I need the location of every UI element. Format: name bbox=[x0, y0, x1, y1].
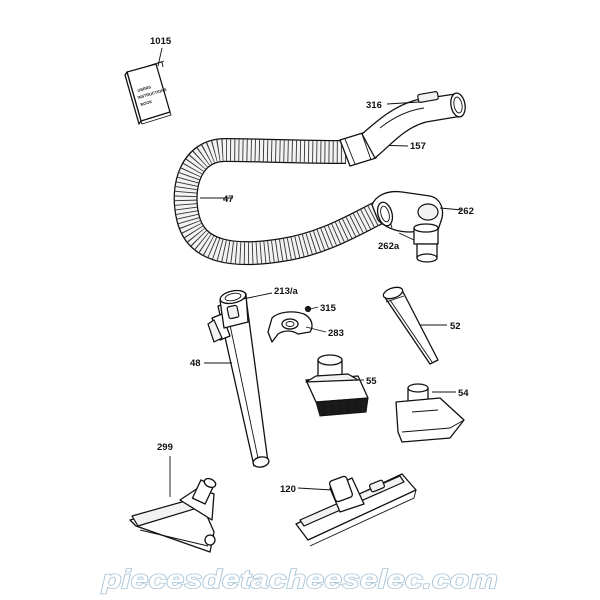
label-55: 55 bbox=[366, 376, 377, 387]
label-283: 283 bbox=[328, 328, 344, 339]
label-54: 54 bbox=[458, 388, 469, 399]
booklet-line-3: BOOK bbox=[140, 99, 153, 107]
screw-315 bbox=[304, 305, 312, 313]
label-120: 120 bbox=[280, 484, 296, 495]
label-299: 299 bbox=[157, 442, 173, 453]
label-1015: 1015 bbox=[150, 36, 172, 47]
label-48: 48 bbox=[190, 358, 201, 369]
swivel-hose-end bbox=[371, 190, 444, 263]
crevice-tool bbox=[382, 286, 439, 365]
label-262a: 262a bbox=[378, 241, 400, 252]
label-262: 262 bbox=[458, 206, 474, 217]
label-315: 315 bbox=[320, 303, 337, 314]
hose-handle bbox=[361, 91, 466, 159]
instruction-booklet: USERS INSTRUCTIONS BOOK bbox=[124, 60, 172, 125]
telescopic-wand bbox=[207, 289, 270, 468]
label-316: 316 bbox=[366, 100, 382, 111]
watermark-text: piecesdetacheeselec.com bbox=[101, 564, 498, 594]
floor-brush-299 bbox=[129, 477, 217, 553]
booklet-line-1: USERS bbox=[137, 84, 152, 93]
dusting-brush bbox=[305, 354, 369, 417]
label-52: 52 bbox=[450, 321, 461, 332]
label-157: 157 bbox=[410, 141, 426, 152]
flexible-hose bbox=[173, 138, 386, 266]
floor-nozzle-120 bbox=[295, 473, 417, 547]
upholstery-nozzle bbox=[395, 383, 465, 443]
label-47: 47 bbox=[223, 194, 234, 205]
wand-clip bbox=[267, 305, 313, 343]
label-213a: 213/a bbox=[274, 286, 298, 297]
